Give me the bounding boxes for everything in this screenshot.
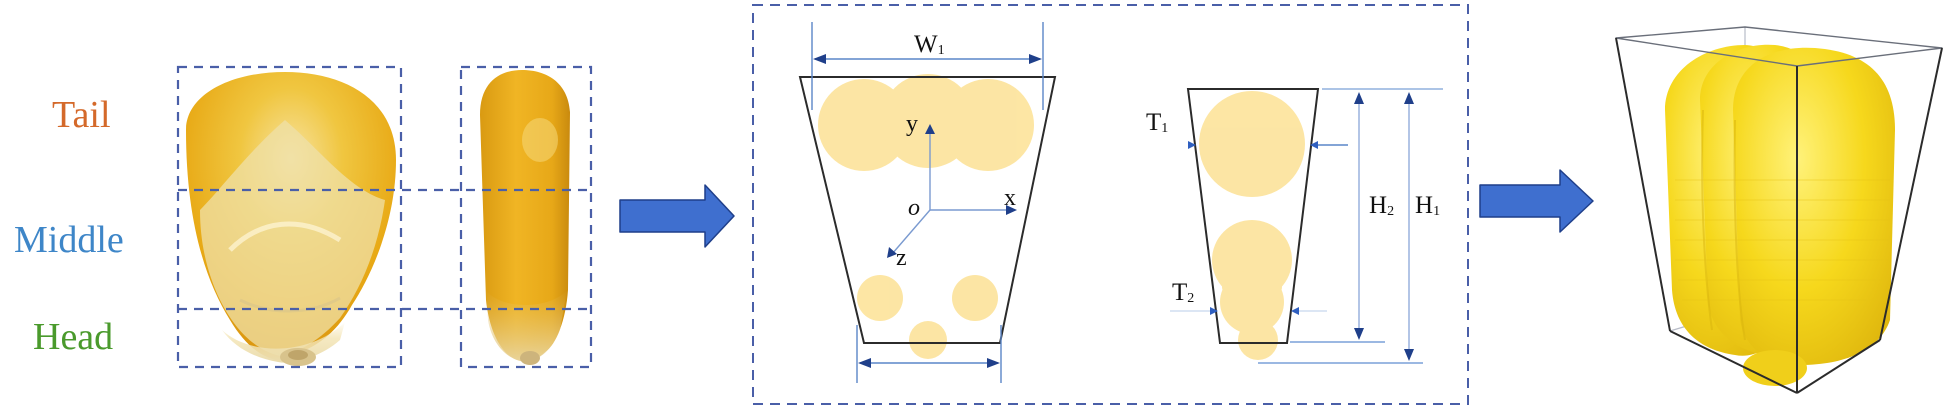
region-label-middle: Middle (14, 219, 124, 261)
side-outline-box (459, 65, 593, 369)
kernel-side-photo (480, 70, 570, 365)
front-outline-box (176, 65, 403, 369)
region-divider-boxes (176, 65, 593, 369)
axis-label-z: z (896, 245, 907, 271)
height-outer-label: H1 (1415, 192, 1441, 219)
region-label-head: Head (33, 316, 114, 358)
3d-kernel-model (1615, 26, 1943, 394)
thickness-bottom-label: T2 (1172, 279, 1195, 306)
thickness-top-label: T1 (1146, 109, 1169, 136)
arrow-right-icon (1479, 169, 1594, 233)
axis-label-x: x (1004, 185, 1016, 211)
region-label-tail: Tail (52, 94, 111, 136)
kernel-front-photo (186, 72, 396, 366)
side-view-schematic (1170, 88, 1443, 364)
height-inner-label: H2 (1369, 192, 1395, 219)
axis-label-y: y (906, 111, 918, 137)
arrow-right-icon (619, 184, 735, 248)
width-top-label: W1 (914, 31, 945, 58)
front-view-schematic (798, 22, 1057, 383)
axis-label-origin: o (908, 195, 920, 221)
schematic-frame (752, 4, 1469, 405)
